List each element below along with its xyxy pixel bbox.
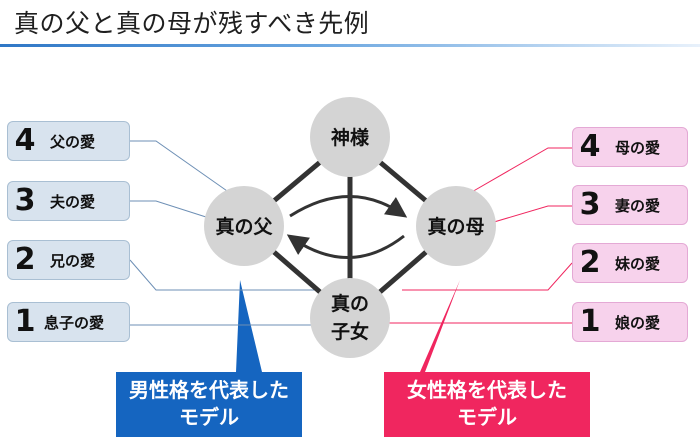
node-god: 神様 [310, 97, 390, 177]
box-label: 父の愛 [50, 132, 96, 151]
node-true-children-line1: 真の [331, 292, 369, 315]
female-callout-line1: 女性格を代表した [407, 378, 567, 402]
connector-father-love [130, 140, 231, 194]
connector-husband-love [130, 200, 207, 218]
connector-sister-love [402, 262, 573, 291]
box-number: 4 [579, 129, 601, 164]
male-callout-line1: 男性格を代表した [129, 378, 289, 402]
box-son-love: 1 息子の愛 [7, 302, 130, 342]
box-number: 2 [14, 242, 36, 277]
node-god-label: 神様 [331, 126, 370, 149]
arrow-mother-to-father [286, 234, 405, 259]
box-number: 3 [579, 187, 601, 222]
node-true-mother-label: 真の母 [427, 215, 484, 238]
male-callout-shape [116, 280, 302, 437]
box-wife-love: 3 妻の愛 [572, 185, 688, 225]
box-sister-love: 2 妹の愛 [572, 243, 688, 283]
node-true-children: 真の 子女 [310, 278, 390, 358]
node-true-mother: 真の母 [416, 186, 496, 266]
box-number: 4 [14, 123, 36, 158]
box-label: 息子の愛 [44, 313, 105, 332]
connector-brother-love [129, 259, 318, 291]
box-number: 1 [14, 304, 36, 339]
title-underline [0, 44, 700, 47]
connector-mother-love [469, 147, 572, 194]
node-true-father-label: 真の父 [215, 215, 273, 238]
box-number: 3 [14, 183, 36, 218]
connector-wife-love [493, 205, 572, 223]
box-daughter-love: 1 娘の愛 [572, 302, 688, 342]
box-brother-love: 2 兄の愛 [7, 240, 130, 280]
box-label: 妹の愛 [615, 254, 661, 273]
node-true-father: 真の父 [204, 186, 284, 266]
female-callout-line2: モデル [457, 405, 517, 429]
female-callout-shape [384, 280, 590, 437]
box-label: 妻の愛 [615, 196, 661, 215]
box-father-love: 4 父の愛 [7, 121, 130, 161]
box-number: 2 [579, 245, 601, 280]
box-label: 母の愛 [615, 138, 661, 157]
female-callout-text: 女性格を代表した モデル [384, 377, 590, 431]
box-label: 兄の愛 [50, 251, 96, 270]
box-mother-love: 4 母の愛 [572, 127, 688, 167]
box-husband-love: 3 夫の愛 [7, 181, 130, 221]
left-connectors [129, 140, 318, 326]
box-label: 夫の愛 [50, 192, 96, 211]
male-callout-line2: モデル [179, 405, 239, 429]
box-label: 娘の愛 [615, 313, 661, 332]
right-connectors [385, 147, 573, 324]
arrow-father-to-mother [289, 195, 408, 218]
node-true-children-line2: 子女 [331, 320, 369, 343]
box-number: 1 [579, 304, 601, 339]
slide-title: 真の父と真の母が残すべき先例 [14, 9, 370, 38]
male-callout-text: 男性格を代表した モデル [116, 377, 302, 431]
